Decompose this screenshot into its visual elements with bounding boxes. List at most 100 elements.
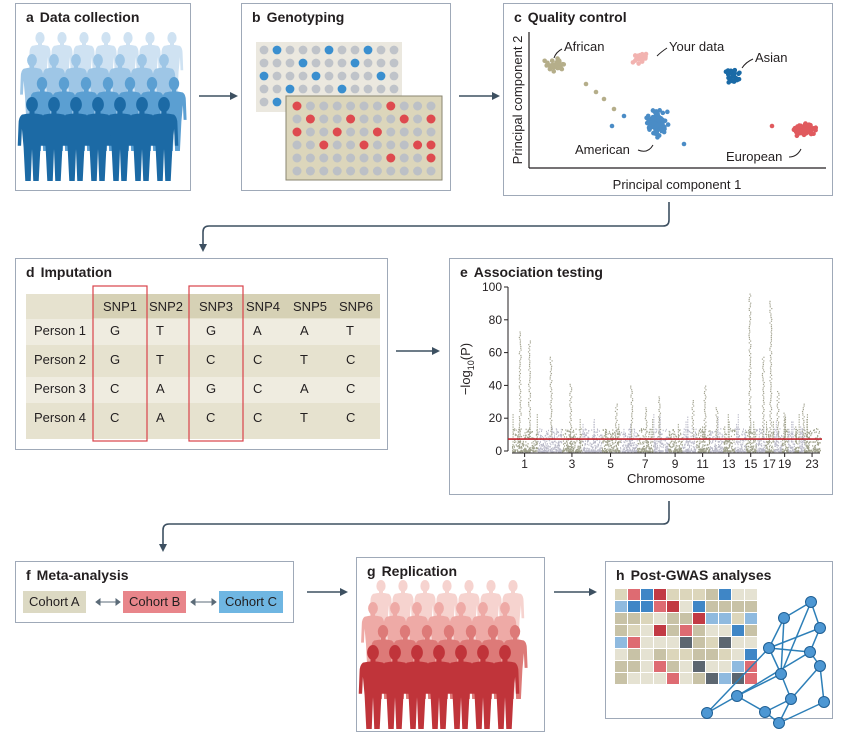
snp-point xyxy=(615,445,617,448)
snp-point xyxy=(664,448,666,451)
snp-point xyxy=(610,450,612,453)
snp-point xyxy=(656,446,658,448)
table-header-cell: SNP5 xyxy=(293,299,327,314)
snp-point xyxy=(607,444,609,446)
snp-point xyxy=(788,448,790,451)
snp-point xyxy=(781,444,783,447)
snp-point xyxy=(689,439,691,442)
snp-point xyxy=(578,429,580,431)
snp-point xyxy=(600,450,602,453)
peak-point xyxy=(693,410,695,413)
snp-point xyxy=(715,445,717,447)
snp-point xyxy=(670,433,672,436)
snp-point xyxy=(666,446,668,448)
snp-point xyxy=(742,449,744,452)
snp-point xyxy=(560,450,562,453)
snp-point xyxy=(741,446,743,448)
snp-point xyxy=(613,446,615,448)
peak-point xyxy=(770,374,773,376)
snp-point xyxy=(737,426,739,428)
snp-point xyxy=(819,449,821,452)
snp-point xyxy=(806,419,808,421)
snp-point xyxy=(638,434,640,437)
snp-point xyxy=(624,433,626,436)
snp-point xyxy=(720,450,722,453)
peak-point xyxy=(528,363,531,366)
snp-point xyxy=(772,441,774,443)
peak-point xyxy=(769,434,771,436)
peak-point xyxy=(631,416,633,418)
snp-point xyxy=(796,450,798,453)
peak-point xyxy=(749,380,751,382)
red-person xyxy=(468,645,498,729)
snp-point xyxy=(659,440,661,442)
snp-point xyxy=(719,441,721,443)
snp-point xyxy=(698,429,700,432)
snp-point xyxy=(818,442,820,444)
snp-point xyxy=(561,429,563,431)
pca-point-european xyxy=(802,127,808,132)
snp-point xyxy=(512,441,514,443)
snp-point xyxy=(522,449,524,451)
snp-point xyxy=(551,450,553,453)
snp-point xyxy=(632,450,634,453)
snp-point xyxy=(636,449,638,452)
snp-point xyxy=(586,447,588,450)
peak-point xyxy=(692,423,694,425)
snp-point xyxy=(573,441,575,443)
pca-point-asian xyxy=(723,69,729,75)
snp-point xyxy=(594,434,596,437)
snp-point xyxy=(791,421,793,423)
snp-point xyxy=(598,450,600,453)
peak-point xyxy=(749,418,752,420)
peak-point xyxy=(763,392,765,394)
peak-point xyxy=(520,407,522,409)
snp-point xyxy=(665,445,667,448)
peak-point xyxy=(748,342,750,344)
snp-point xyxy=(673,433,675,436)
snp-point xyxy=(557,450,559,453)
peak-point xyxy=(748,409,750,411)
snp-point xyxy=(719,447,721,449)
snp-point xyxy=(746,445,748,448)
snp-point xyxy=(744,434,746,436)
snp-point xyxy=(561,442,563,444)
peak-point xyxy=(631,392,633,394)
snp-point xyxy=(579,426,581,428)
genotype-well xyxy=(337,45,347,55)
snp-point xyxy=(702,441,704,443)
peak-point xyxy=(529,360,531,362)
peak-point xyxy=(529,362,531,364)
peak-point xyxy=(528,347,530,349)
network-node xyxy=(814,622,826,634)
heatmap-cell xyxy=(693,649,705,660)
snp-point xyxy=(554,440,556,442)
snp-point xyxy=(538,433,540,436)
peak-point xyxy=(803,432,805,434)
peak-point xyxy=(715,428,718,431)
snp-point xyxy=(728,436,730,438)
snp-point xyxy=(746,448,748,450)
peak-point xyxy=(763,403,765,405)
snp-point xyxy=(574,446,576,449)
snp-point xyxy=(575,450,577,453)
snp-point xyxy=(558,441,560,443)
peak-point xyxy=(704,414,707,416)
pca-point-african xyxy=(583,81,589,87)
peak-point xyxy=(748,390,751,393)
snp-point xyxy=(677,441,679,443)
snp-point xyxy=(567,430,569,432)
snp-point xyxy=(616,447,618,450)
snp-point xyxy=(610,449,612,451)
peak-point xyxy=(750,421,752,423)
peak-point xyxy=(659,423,661,425)
snp-point xyxy=(791,433,793,436)
snp-point xyxy=(636,444,638,447)
snp-point xyxy=(663,444,665,447)
peak-point xyxy=(529,376,531,378)
network-node xyxy=(804,646,816,658)
snp-point xyxy=(713,439,715,441)
snp-point xyxy=(754,449,756,452)
